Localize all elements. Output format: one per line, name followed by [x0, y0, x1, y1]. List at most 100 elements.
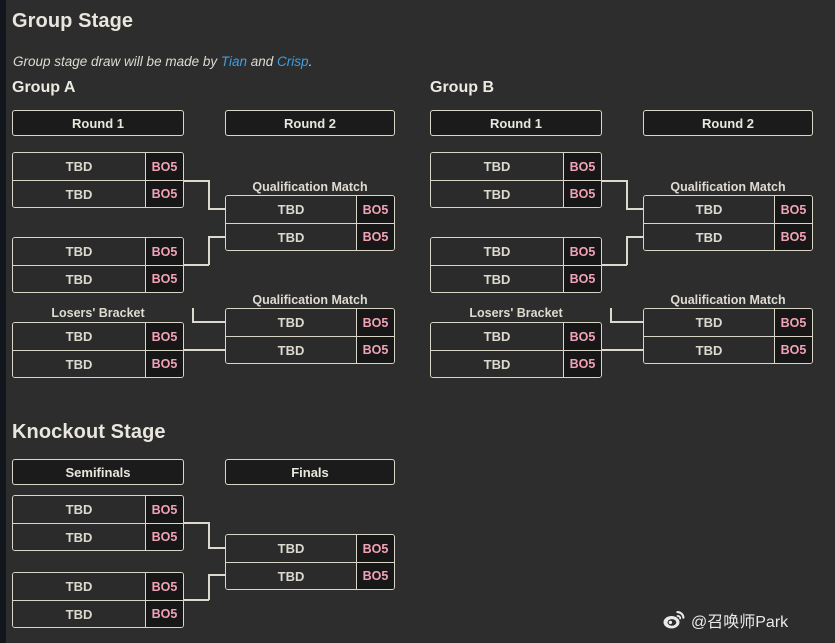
series-format-badge: BO5	[774, 309, 812, 336]
semifinal-match-1[interactable]: TBD BO5 TBD BO5	[12, 495, 184, 551]
semifinals-header[interactable]: Semifinals	[12, 459, 184, 485]
match-row[interactable]: TBD BO5	[13, 265, 183, 292]
group-b-title: Group B	[430, 79, 494, 96]
match-row[interactable]: TBD BO5	[431, 238, 601, 265]
connector-line	[184, 522, 209, 524]
group-a-qualification-match-1[interactable]: TBD BO5 TBD BO5	[225, 195, 395, 251]
group-a-losers-caption: Losers' Bracket	[51, 306, 145, 320]
match-row[interactable]: TBD BO5	[226, 535, 394, 562]
group-a-qual2-caption: Qualification Match	[252, 293, 368, 307]
team-name: TBD	[226, 535, 356, 562]
team-name: TBD	[13, 323, 145, 350]
series-format-badge: BO5	[356, 224, 394, 250]
series-format-badge: BO5	[563, 153, 601, 180]
match-row[interactable]: TBD BO5	[13, 600, 183, 627]
match-row[interactable]: TBD BO5	[13, 323, 183, 350]
team-name: TBD	[13, 153, 145, 180]
connector-line	[208, 180, 210, 209]
series-format-badge: BO5	[145, 323, 183, 350]
group-b-round2-header[interactable]: Round 2	[643, 110, 813, 136]
match-row[interactable]: TBD BO5	[13, 238, 183, 265]
connector-line	[626, 180, 628, 209]
series-format-badge: BO5	[356, 563, 394, 589]
group-b-round1-header[interactable]: Round 1	[430, 110, 602, 136]
team-name: TBD	[13, 496, 145, 523]
connector-line	[208, 574, 226, 576]
group-a-losers-match[interactable]: TBD BO5 TBD BO5	[12, 322, 184, 378]
match-row[interactable]: TBD BO5	[431, 350, 601, 377]
match-row[interactable]: TBD BO5	[226, 196, 394, 223]
connector-line	[192, 308, 194, 322]
match-row[interactable]: TBD BO5	[13, 573, 183, 600]
team-name: TBD	[13, 238, 145, 265]
final-match[interactable]: TBD BO5 TBD BO5	[225, 534, 395, 590]
team-name: TBD	[644, 309, 774, 336]
match-row[interactable]: TBD BO5	[431, 265, 601, 292]
match-row[interactable]: TBD BO5	[644, 309, 812, 336]
group-a-round2-header[interactable]: Round 2	[225, 110, 395, 136]
connector-line	[602, 349, 644, 351]
note-text-middle: and	[247, 54, 278, 69]
match-row[interactable]: TBD BO5	[431, 153, 601, 180]
connector-line	[184, 599, 209, 601]
connector-line	[184, 180, 209, 182]
link-crisp[interactable]: Crisp	[277, 54, 309, 69]
note-text-after: .	[308, 54, 313, 69]
series-format-badge: BO5	[563, 238, 601, 265]
match-row[interactable]: TBD BO5	[13, 350, 183, 377]
match-row[interactable]: TBD BO5	[644, 223, 812, 250]
group-a-qualification-match-2[interactable]: TBD BO5 TBD BO5	[225, 308, 395, 364]
group-stage-draw-note: Group stage draw will be made by Tian an…	[13, 54, 312, 69]
group-b-qualification-match-2[interactable]: TBD BO5 TBD BO5	[643, 308, 813, 364]
match-row[interactable]: TBD BO5	[644, 336, 812, 363]
connector-line	[208, 236, 226, 238]
group-b-r1-match2[interactable]: TBD BO5 TBD BO5	[430, 237, 602, 293]
group-a-title: Group A	[12, 79, 76, 96]
series-format-badge: BO5	[145, 266, 183, 292]
series-format-badge: BO5	[145, 238, 183, 265]
group-a-r1-match1[interactable]: TBD BO5 TBD BO5	[12, 152, 184, 208]
team-name: TBD	[644, 337, 774, 363]
team-name: TBD	[13, 181, 145, 207]
team-name: TBD	[431, 238, 563, 265]
group-b-qualification-match-1[interactable]: TBD BO5 TBD BO5	[643, 195, 813, 251]
series-format-badge: BO5	[356, 196, 394, 223]
team-name: TBD	[644, 196, 774, 223]
link-tian[interactable]: Tian	[220, 54, 248, 69]
group-a-r1-match2[interactable]: TBD BO5 TBD BO5	[12, 237, 184, 293]
match-row[interactable]: TBD BO5	[13, 180, 183, 207]
group-b-qual2-caption: Qualification Match	[670, 293, 786, 307]
match-row[interactable]: TBD BO5	[226, 223, 394, 250]
series-format-badge: BO5	[563, 181, 601, 207]
connector-line	[602, 264, 627, 266]
watermark: @召唤师Park	[663, 608, 788, 632]
match-row[interactable]: TBD BO5	[431, 323, 601, 350]
team-name: TBD	[13, 351, 145, 377]
match-row[interactable]: TBD BO5	[226, 562, 394, 589]
team-name: TBD	[431, 153, 563, 180]
team-name: TBD	[226, 563, 356, 589]
match-row[interactable]: TBD BO5	[226, 336, 394, 363]
group-a-round1-header[interactable]: Round 1	[12, 110, 184, 136]
team-name: TBD	[13, 601, 145, 627]
match-row[interactable]: TBD BO5	[644, 196, 812, 223]
semifinal-match-2[interactable]: TBD BO5 TBD BO5	[12, 572, 184, 628]
series-format-badge: BO5	[145, 496, 183, 523]
series-format-badge: BO5	[356, 535, 394, 562]
match-row[interactable]: TBD BO5	[226, 309, 394, 336]
match-row[interactable]: TBD BO5	[13, 523, 183, 550]
group-b-qual1-caption: Qualification Match	[670, 180, 786, 194]
connector-line	[208, 522, 210, 548]
group-b-r1-match1[interactable]: TBD BO5 TBD BO5	[430, 152, 602, 208]
group-b-losers-match[interactable]: TBD BO5 TBD BO5	[430, 322, 602, 378]
team-name: TBD	[226, 309, 356, 336]
match-row[interactable]: TBD BO5	[13, 496, 183, 523]
series-format-badge: BO5	[563, 351, 601, 377]
finals-header[interactable]: Finals	[225, 459, 395, 485]
team-name: TBD	[431, 351, 563, 377]
team-name: TBD	[13, 266, 145, 292]
match-row[interactable]: TBD BO5	[13, 153, 183, 180]
connector-line	[610, 321, 644, 323]
match-row[interactable]: TBD BO5	[431, 180, 601, 207]
